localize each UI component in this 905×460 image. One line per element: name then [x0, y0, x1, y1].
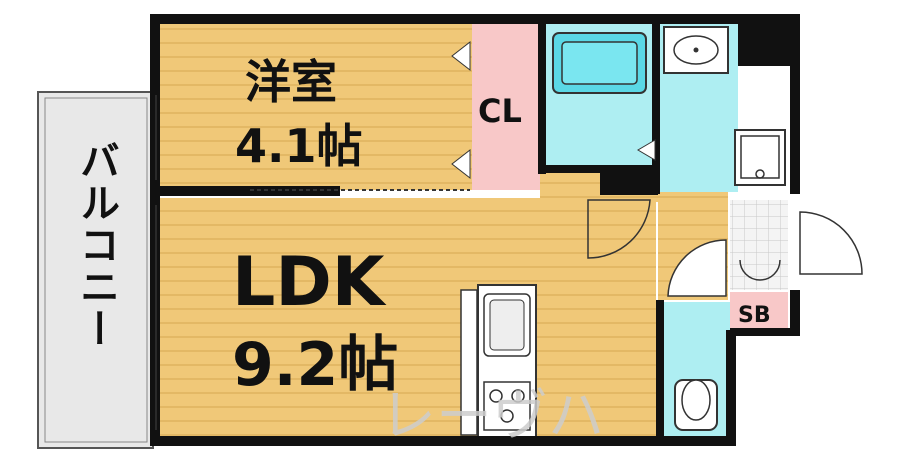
- shoe-box-label: SB: [738, 303, 771, 328]
- doors: [587, 199, 863, 297]
- shoe-box: [730, 292, 788, 330]
- kitchen-counter: [460, 284, 537, 438]
- balcony: [37, 91, 154, 449]
- kitchen-sink-icon: [483, 293, 531, 357]
- ldk-size: 9.2帖: [232, 330, 398, 400]
- western-room-floor: [158, 22, 472, 190]
- closet: [472, 22, 540, 190]
- ldk-name: LDK: [232, 243, 387, 322]
- balcony-label: バルコニー: [73, 140, 119, 350]
- watermark: レーヴハ: [380, 384, 604, 449]
- closet-door-marks: [451, 40, 656, 180]
- walls: [150, 14, 800, 446]
- western-room-name: 洋室: [245, 55, 337, 109]
- washing-machine-pan-icon: [734, 129, 786, 186]
- washbasin-icon: [663, 26, 729, 74]
- entrance: [730, 200, 788, 290]
- stove-icon: [483, 381, 531, 431]
- toilet-icon: [674, 379, 718, 431]
- western-room-size: 4.1帖: [235, 119, 363, 173]
- closet-label: CL: [478, 92, 522, 130]
- ldk-floor: [158, 198, 656, 438]
